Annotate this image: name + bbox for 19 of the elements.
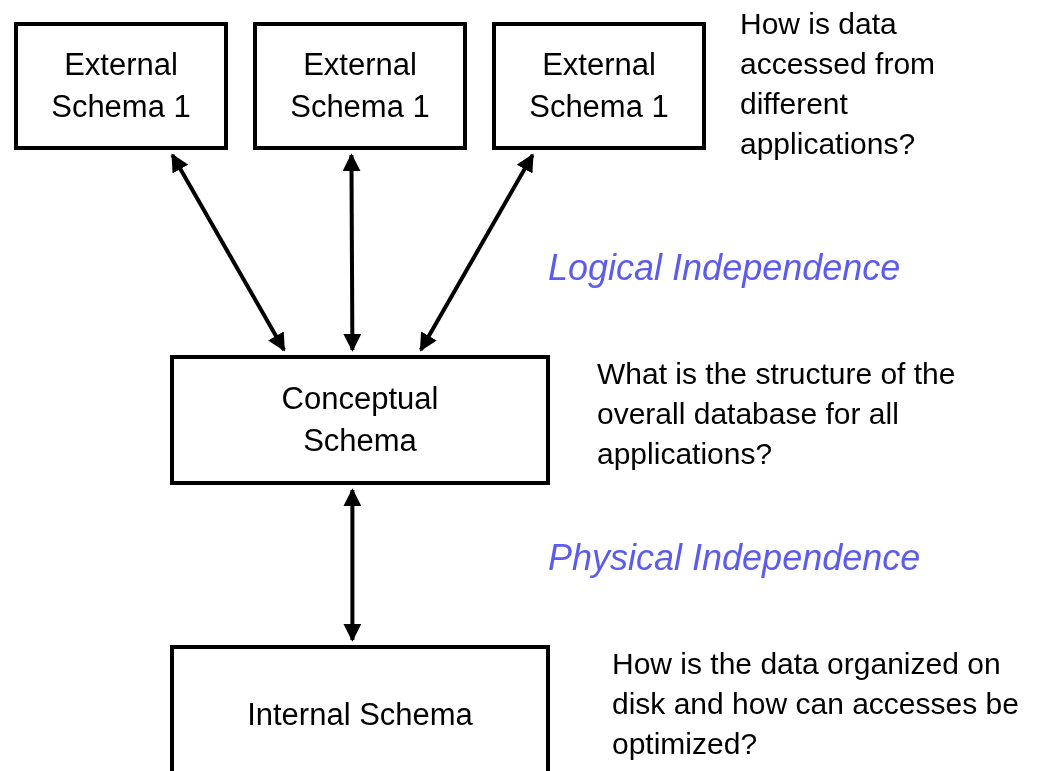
note-text: What is the structure of the overall database for all applications? [597,356,957,472]
schema-box [14,22,228,150]
double-arrow [343,488,362,642]
note-text: How is data accessed from different applications? [740,6,937,162]
box-label: External Schema 1 [528,46,670,126]
box-label: External Schema 1 [289,46,431,126]
schema-box [253,22,467,150]
box-label: External Schema 1 [50,46,192,126]
schema-box [170,645,550,771]
box-label: Internal Schema [247,696,473,735]
box-label: Conceptual Schema [280,380,440,460]
double-arrow [170,153,286,352]
double-arrow [342,153,362,352]
section-heading: Physical Independence [548,536,921,580]
section-heading: Logical Independence [548,246,901,290]
schema-box [170,355,550,485]
schema-box [492,22,706,150]
note-text: How is the data organized on disk and how can accesses be optimized? [612,646,1020,762]
double-arrow [419,153,535,352]
